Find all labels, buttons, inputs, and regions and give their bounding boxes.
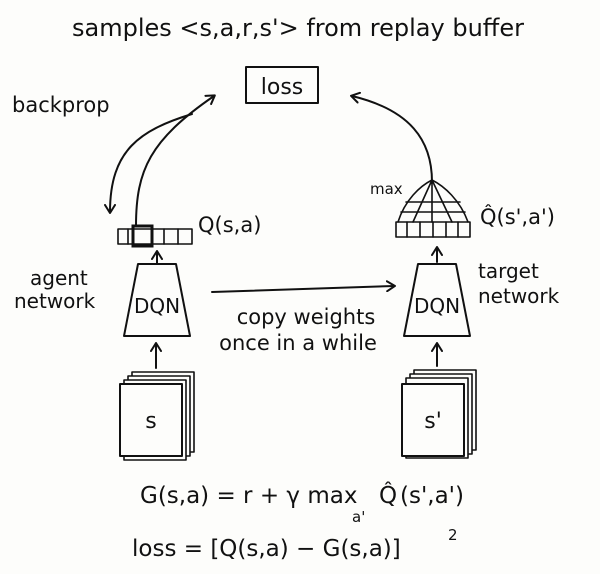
agent-dqn-label: DQN <box>134 294 180 318</box>
agent-state-stack: s <box>119 371 195 461</box>
target-dqn-network: DQN <box>403 263 471 337</box>
target-state-stack: s' <box>401 369 477 459</box>
agent-q-vector <box>117 224 193 248</box>
target-network-label-line2: network <box>478 284 560 308</box>
agent-network-label-line2: network <box>14 289 96 313</box>
agent-dqn-network: DQN <box>123 263 191 337</box>
target-network-label-line1: target <box>478 259 539 283</box>
g-equation-args: (s',a') <box>400 483 464 509</box>
loss-equation: loss = [Q(s,a) − G(s,a)] 2 <box>132 526 458 562</box>
selected-action-cell <box>131 224 154 248</box>
target-q-vector <box>395 221 471 238</box>
g-equation-qhat: Q̂ <box>379 482 397 509</box>
g-equation: G(s,a) = r + γ max Q̂ (s',a') a' <box>140 482 464 526</box>
agent-state-label: s <box>145 409 156 434</box>
q-agent-label: Q(s,a) <box>198 213 261 237</box>
loss-equation-exponent: 2 <box>448 526 458 544</box>
max-label: max <box>370 180 403 198</box>
loss-equation-body: loss = [Q(s,a) − G(s,a)] <box>132 536 401 562</box>
target-dqn-label: DQN <box>414 294 460 318</box>
q-target-label: Q̂(s',a') <box>480 204 555 229</box>
copy-weights-label-line1: copy weights <box>237 305 376 329</box>
max-operator <box>397 179 469 223</box>
loss-box: loss <box>245 66 319 104</box>
target-to-loss-arrow <box>350 91 433 183</box>
g-equation-subscript: a' <box>352 508 365 526</box>
forward-to-loss-arrow <box>135 94 216 227</box>
agent-network-label-line1: agent <box>30 266 88 290</box>
copy-weights-arrow <box>211 280 396 293</box>
target-state-label: s' <box>424 409 442 434</box>
diagram-title: samples <s,a,r,s'> from replay buffer <box>72 14 524 42</box>
g-equation-lhs: G(s,a) = r + γ max <box>140 483 357 509</box>
loss-label: loss <box>261 75 304 100</box>
backprop-arrow <box>104 113 193 214</box>
backprop-label: backprop <box>12 93 110 117</box>
copy-weights-label-line2: once in a while <box>219 331 377 355</box>
